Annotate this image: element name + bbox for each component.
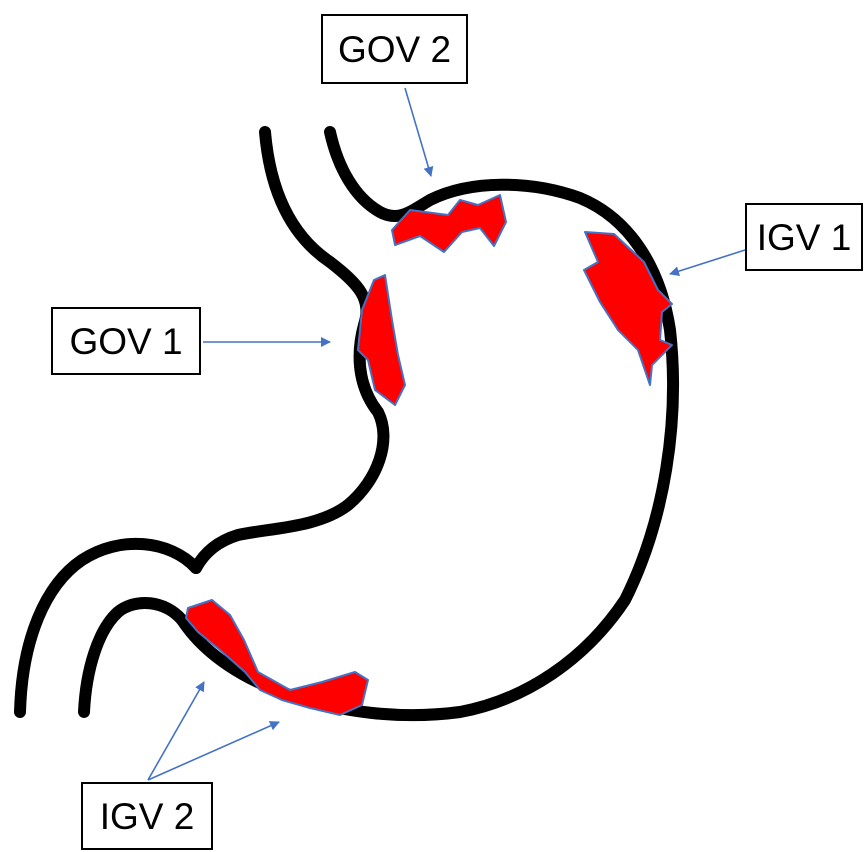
arrow-gov2 xyxy=(405,88,431,176)
duodenum-inner-wall xyxy=(84,603,182,712)
label-gov2-text: GOV 2 xyxy=(338,31,451,68)
label-gov1: GOV 1 xyxy=(51,307,201,375)
label-gov1-text: GOV 1 xyxy=(69,323,182,360)
varix-igv1 xyxy=(584,232,672,385)
arrow-igv2-lower xyxy=(148,722,279,780)
label-igv1-text: IGV 1 xyxy=(757,219,852,256)
label-igv2-text: IGV 2 xyxy=(100,798,195,835)
arrow-igv1 xyxy=(670,250,745,274)
arrow-igv2-upper xyxy=(148,682,204,780)
label-igv1: IGV 1 xyxy=(745,203,863,271)
label-igv2: IGV 2 xyxy=(81,782,213,850)
label-gov2: GOV 2 xyxy=(321,14,468,84)
stomach-outline xyxy=(20,132,673,715)
varix-gov2 xyxy=(392,195,506,252)
